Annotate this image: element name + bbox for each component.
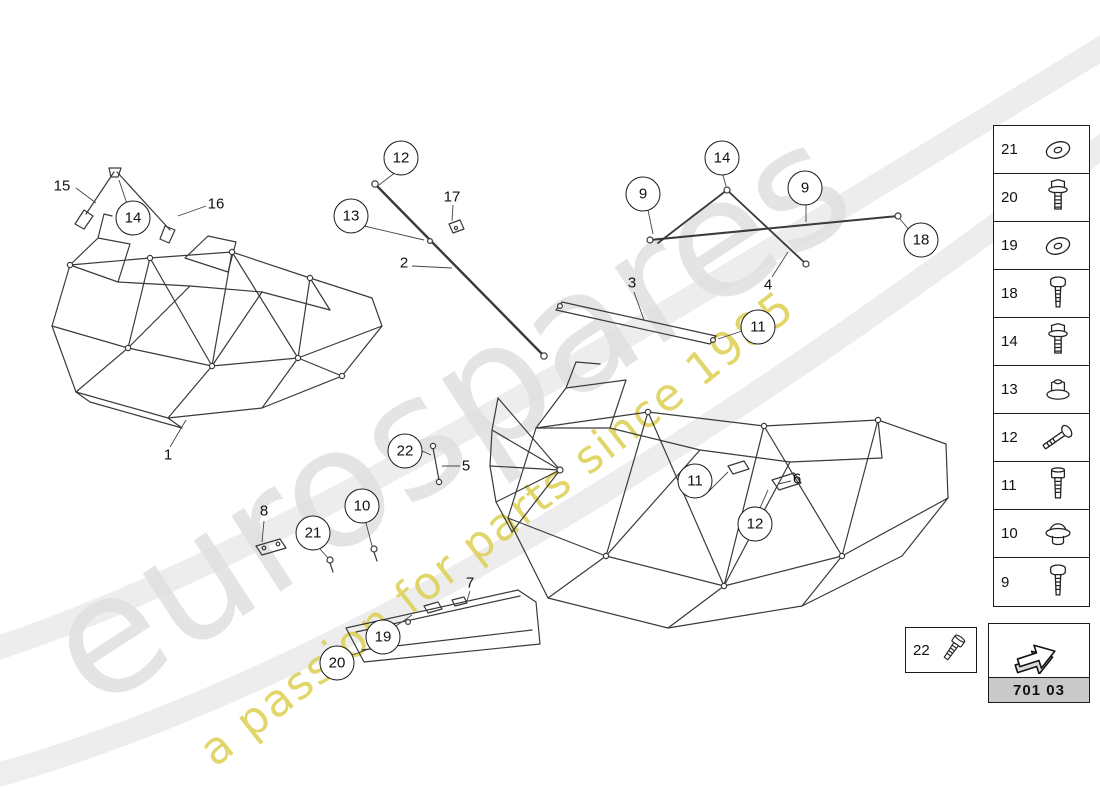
washer-icon — [1039, 224, 1077, 268]
part-number: 17 — [443, 188, 461, 206]
long-bolt-icon — [1039, 416, 1077, 460]
part-number: 10 — [353, 497, 371, 515]
sidebar-part-row[interactable]: 18 — [994, 270, 1089, 318]
part-number: 8 — [259, 502, 269, 520]
right-frame-art — [489, 361, 949, 629]
sidebar-part-row[interactable]: 20 — [994, 174, 1089, 222]
part-number: 16 — [207, 195, 225, 213]
part-callout[interactable]: 14 — [704, 140, 740, 176]
part-callout[interactable]: 17 — [444, 190, 461, 205]
washer-icon — [1039, 128, 1077, 172]
part-callout[interactable]: 11 — [677, 463, 713, 499]
part-callout[interactable]: 10 — [344, 488, 380, 524]
watermark-swoosh — [0, 35, 1100, 787]
socket-screw-icon — [927, 624, 976, 675]
part-number: 1 — [163, 446, 173, 464]
socket-screw-icon — [1039, 464, 1077, 508]
direction-arrow-icon — [1014, 643, 1056, 674]
part-number: 18 — [912, 231, 930, 249]
part-number: 6 — [792, 470, 802, 488]
part-number: 22 — [396, 442, 414, 460]
arrow-wrap — [989, 624, 1089, 677]
part-callout[interactable]: 6 — [793, 472, 801, 487]
part-callout[interactable]: 12 — [383, 140, 419, 176]
part-callout[interactable]: 9 — [787, 170, 823, 206]
pan-screw-icon — [1039, 560, 1077, 604]
part-callout[interactable]: 8 — [260, 504, 268, 519]
flange-bolt-icon — [1039, 176, 1077, 220]
part-number: 4 — [763, 276, 773, 294]
part-number: 5 — [461, 457, 471, 475]
sidebar-part-row[interactable]: 10 — [994, 510, 1089, 558]
part-number: 11 — [1001, 477, 1017, 494]
part-callout[interactable]: 14 — [115, 200, 151, 236]
part-number: 21 — [304, 524, 322, 542]
sidebar-part-row[interactable]: 9 — [994, 558, 1089, 606]
part-callout[interactable]: 7 — [466, 576, 474, 591]
part-callout[interactable]: 12 — [737, 506, 773, 542]
sidebar-part-row[interactable]: 12 — [994, 414, 1089, 462]
part-callout[interactable]: 1 — [164, 448, 172, 463]
flange-nut-icon — [1039, 368, 1077, 412]
sidebar-part-row[interactable]: 13 — [994, 366, 1089, 414]
part-callout[interactable]: 3 — [628, 276, 636, 291]
part-number: 14 — [1001, 333, 1018, 350]
part-callout[interactable]: 15 — [54, 179, 71, 194]
part-number: 13 — [342, 207, 360, 225]
part-number: 2 — [399, 254, 409, 272]
part-number: 7 — [465, 574, 475, 592]
flange-bolt-icon — [1039, 320, 1077, 364]
part-number: 18 — [1001, 285, 1018, 302]
part-number: 19 — [1001, 237, 1018, 254]
part-number: 3 — [627, 274, 637, 292]
part-number: 19 — [374, 628, 392, 646]
sidebar-part-row[interactable]: 11 — [994, 462, 1089, 510]
part-number: 9 — [638, 185, 648, 203]
part-number: 12 — [392, 149, 410, 167]
part-callout[interactable]: 18 — [903, 222, 939, 258]
part-callout[interactable]: 16 — [208, 197, 225, 212]
part-code-box: 701 03 — [988, 623, 1090, 703]
part-callout[interactable]: 19 — [365, 619, 401, 655]
part-callout[interactable]: 5 — [462, 459, 470, 474]
part-callout[interactable]: 2 — [400, 256, 408, 271]
sidebar-part-row[interactable]: 14 — [994, 318, 1089, 366]
part-callout[interactable]: 11 — [740, 309, 776, 345]
part-number: 14 — [713, 149, 731, 167]
part-number: 13 — [1001, 381, 1018, 398]
fastener-sidebar: 21 20 19 18 14 13 12 11 10 9 — [993, 125, 1090, 607]
sidebar-part-row[interactable]: 19 — [994, 222, 1089, 270]
part-callout[interactable]: 9 — [625, 176, 661, 212]
fastener-box-22[interactable]: 22 — [905, 627, 977, 673]
part-number: 15 — [53, 177, 71, 195]
cap-nut-icon — [1039, 512, 1077, 556]
part-number: 20 — [1001, 189, 1018, 206]
part-number: 9 — [800, 179, 810, 197]
part-number: 9 — [1001, 573, 1010, 591]
part-number: 12 — [746, 515, 764, 533]
pan-screw-icon — [1039, 272, 1077, 316]
part-number: 21 — [1001, 141, 1018, 158]
part-code-label: 701 03 — [989, 677, 1089, 702]
part-callout[interactable]: 4 — [764, 278, 772, 293]
part-number: 22 — [913, 641, 930, 659]
leader-lines — [75, 171, 911, 656]
left-frame-art — [51, 167, 383, 429]
sidebar-part-row[interactable]: 21 — [994, 126, 1089, 174]
part-number: 14 — [124, 209, 142, 227]
part-number: 12 — [1001, 429, 1018, 446]
part-callout[interactable]: 20 — [319, 645, 355, 681]
part-number: 11 — [687, 472, 703, 490]
part-number: 11 — [750, 318, 766, 336]
part-callout[interactable]: 21 — [295, 515, 331, 551]
part-callout[interactable]: 13 — [333, 198, 369, 234]
part-callout[interactable]: 22 — [387, 433, 423, 469]
part-number: 20 — [328, 654, 346, 672]
part-number: 10 — [1001, 525, 1018, 542]
